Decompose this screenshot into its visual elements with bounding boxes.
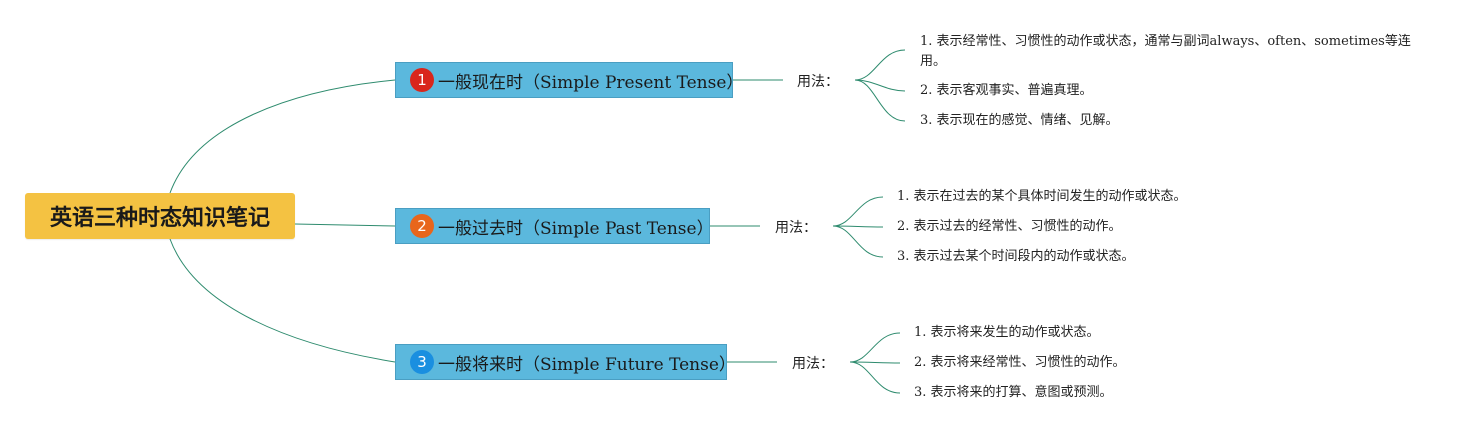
branch-title: 一般现在时（Simple Present Tense） [438, 72, 744, 93]
root-topic[interactable]: 英语三种时态知识笔记 [25, 193, 295, 239]
list-item: 2. 表示将来经常性、习惯性的动作。 [914, 355, 1126, 370]
list-item: 3. 表示过去某个时间段内的动作或状态。 [897, 249, 1135, 264]
list-item: 2. 表示客观事实、普遍真理。 [920, 83, 1093, 98]
list-item: 3. 表示将来的打算、意图或预测。 [914, 385, 1113, 400]
root-title: 英语三种时态知识笔记 [49, 206, 270, 231]
number-badge-icon: 2 [410, 214, 434, 238]
branch-simple-future[interactable]: 3 一般将来时（Simple Future Tense） [395, 344, 736, 380]
branch-title: 一般过去时（Simple Past Tense） [438, 218, 714, 239]
list-item: 2. 表示过去的经常性、习惯性的动作。 [897, 219, 1122, 234]
branch-simple-past[interactable]: 2 一般过去时（Simple Past Tense） [395, 208, 714, 244]
number-badge-icon: 3 [410, 350, 434, 374]
usage-label: 用法： [797, 74, 839, 90]
list-item: 3. 表示现在的感觉、情绪、见解。 [920, 113, 1119, 128]
branch-title: 一般将来时（Simple Future Tense） [438, 354, 736, 375]
list-item: 1. 表示在过去的某个具体时间发生的动作或状态。 [897, 189, 1187, 204]
list-item: 1. 表示经常性、习惯性的动作或状态，通常与副词always、often、som… [920, 34, 1411, 69]
branch-simple-present[interactable]: 1 一般现在时（Simple Present Tense） [395, 62, 743, 98]
list-item: 1. 表示将来发生的动作或状态。 [914, 325, 1100, 340]
number-badge-icon: 1 [410, 68, 434, 92]
usage-label: 用法： [775, 220, 817, 236]
usage-label: 用法： [792, 356, 834, 372]
